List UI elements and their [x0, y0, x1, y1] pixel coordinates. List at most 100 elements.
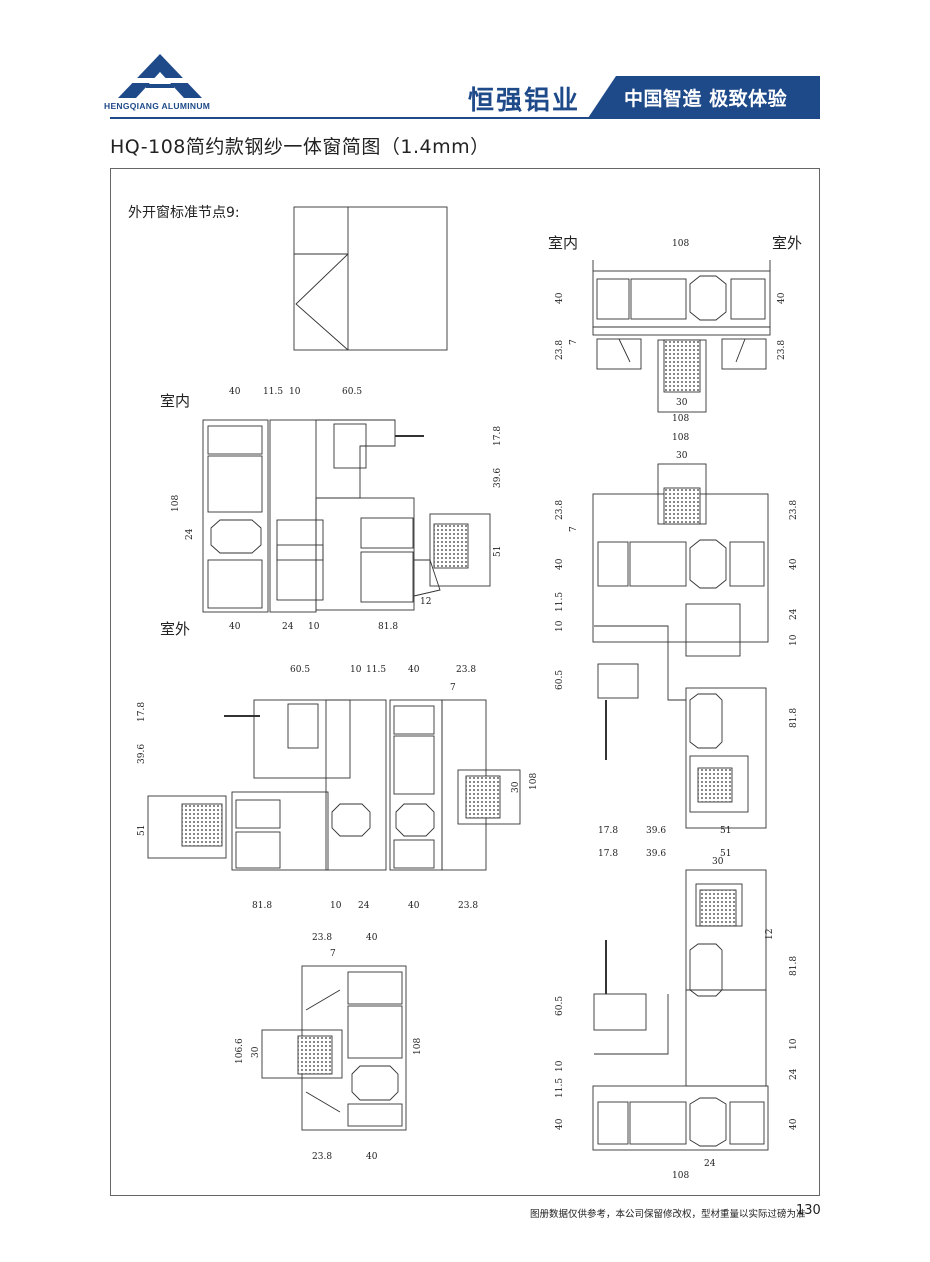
dim-label: 30	[676, 451, 688, 461]
dim-label: 40	[366, 933, 378, 943]
dim-label: 40	[229, 622, 241, 632]
dim-label: 40	[555, 1118, 565, 1130]
section-right-middle	[592, 463, 769, 829]
dim-label: 39.6	[493, 468, 503, 488]
dim-label: 51	[720, 849, 731, 859]
dim-label: 10	[789, 1038, 799, 1050]
dim-label: 108	[413, 1038, 423, 1055]
section-top-right	[592, 260, 771, 413]
dim-label: 11.5	[366, 665, 386, 675]
drawing-frame	[110, 168, 820, 1196]
footer-note: 图册数据仅供参考，本公司保留修改权，型材重量以实际过磅为准	[530, 1209, 806, 1220]
dim-label: 24	[789, 608, 799, 620]
dim-label: 30	[676, 398, 688, 408]
node-diagram	[293, 206, 448, 351]
dim-label: 24	[358, 901, 370, 911]
indoor-label-top-right: 室内	[548, 234, 579, 252]
dim-label: 23.8	[555, 500, 565, 520]
dim-label: 81.8	[789, 956, 799, 976]
dim-label: 51	[137, 825, 147, 836]
dim-label: 60.5	[555, 670, 565, 690]
dim-label: 7	[330, 949, 336, 959]
dim-label: 106.6	[235, 1038, 245, 1064]
dim-label: 11.5	[555, 1078, 565, 1098]
section-bottom-small	[261, 965, 407, 1131]
dim-label: 10	[289, 387, 301, 397]
slogan-text: 中国智造 极致体验	[624, 88, 788, 110]
dim-label: 40	[408, 665, 420, 675]
dim-label: 23.8	[777, 340, 787, 360]
section-right-bottom	[592, 869, 769, 1151]
dim-label: 40	[366, 1152, 378, 1162]
dim-label: 51	[493, 546, 503, 557]
dim-label: 7	[569, 339, 579, 345]
dim-label: 108	[672, 433, 689, 443]
outdoor-label-top-right: 室外	[772, 234, 803, 252]
outdoor-label-left: 室外	[160, 620, 191, 638]
dim-label: 7	[569, 526, 579, 532]
dim-label: 10	[789, 634, 799, 646]
dim-label: 7	[450, 683, 456, 693]
dim-label: 17.8	[493, 426, 503, 446]
dim-label: 10	[555, 1060, 565, 1072]
dim-label: 23.8	[312, 933, 332, 943]
dim-label: 108	[672, 1171, 689, 1181]
dim-label: 108	[171, 495, 181, 512]
dim-label: 23.8	[555, 340, 565, 360]
dim-label: 23.8	[458, 901, 478, 911]
page-title: HQ-108简约款钢纱一体窗简图（1.4mm）	[110, 136, 490, 158]
dim-label: 108	[672, 414, 689, 424]
dim-label: 17.8	[598, 826, 618, 836]
header-rule	[110, 117, 820, 119]
dim-label: 11.5	[555, 592, 565, 612]
dim-label: 11.5	[263, 387, 283, 397]
indoor-label-left: 室内	[160, 392, 191, 410]
dim-label: 40	[555, 292, 565, 304]
dim-label: 17.8	[598, 849, 618, 859]
section-middle-horizontal	[147, 699, 521, 871]
dim-label: 60.5	[342, 387, 362, 397]
page-number: 130	[796, 1203, 821, 1218]
dim-label: 81.8	[789, 708, 799, 728]
dim-label: 39.6	[646, 826, 666, 836]
dim-label: 23.8	[312, 1152, 332, 1162]
dim-label: 40	[229, 387, 241, 397]
dim-label: 10	[350, 665, 362, 675]
dim-label: 30	[251, 1046, 261, 1058]
brand-name: 恒强铝业	[468, 86, 581, 116]
dim-label: 60.5	[555, 996, 565, 1016]
dim-label: 23.8	[456, 665, 476, 675]
dim-label: 12	[420, 597, 431, 607]
dim-label: 10	[330, 901, 342, 911]
dim-label: 39.6	[646, 849, 666, 859]
dim-label: 108	[529, 773, 539, 790]
dim-label: 40	[408, 901, 420, 911]
dim-label: 30	[511, 781, 521, 793]
dim-label: 39.6	[137, 744, 147, 764]
dim-label: 40	[555, 558, 565, 570]
dim-label: 81.8	[378, 622, 398, 632]
slogan-banner: 中国智造 极致体验	[588, 76, 820, 118]
section-left-vertical	[202, 419, 491, 613]
logo-text: HENGQIANG ALUMINUM	[104, 101, 211, 111]
dim-label: 10	[308, 622, 320, 632]
dim-label: 108	[672, 239, 689, 249]
company-logo	[118, 54, 202, 98]
dim-label: 40	[777, 292, 787, 304]
dim-label: 24	[704, 1159, 716, 1169]
node-label: 外开窗标准节点9:	[128, 205, 240, 221]
dim-label: 12	[765, 929, 775, 940]
dim-label: 30	[712, 857, 724, 867]
dim-label: 17.8	[137, 702, 147, 722]
dim-label: 24	[789, 1068, 799, 1080]
dim-label: 23.8	[789, 500, 799, 520]
dim-label: 81.8	[252, 901, 272, 911]
dim-label: 40	[789, 558, 799, 570]
dim-label: 60.5	[290, 665, 310, 675]
dim-label: 24	[185, 528, 195, 540]
dim-label: 40	[789, 1118, 799, 1130]
dim-label: 24	[282, 622, 294, 632]
dim-label: 51	[720, 826, 731, 836]
